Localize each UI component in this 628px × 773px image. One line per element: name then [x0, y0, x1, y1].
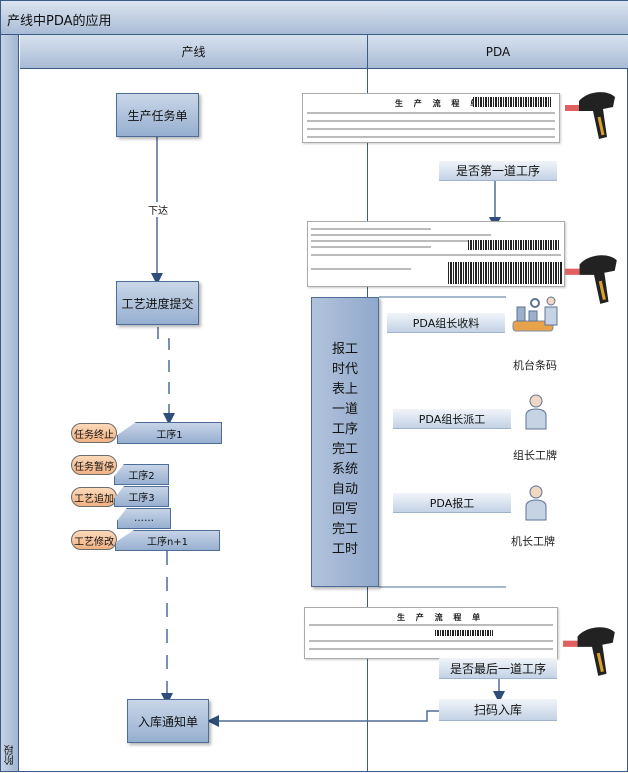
last-step-check[interactable]: 是否最后一道工序: [439, 658, 557, 679]
lane-header-production: 产线: [20, 35, 367, 69]
barcode-scanner-icon: [563, 627, 615, 676]
diagram-title: 产线中PDA的应用: [1, 1, 628, 35]
step-ellipsis[interactable]: ……: [117, 508, 171, 529]
scan-in-button[interactable]: 扫码入库: [439, 699, 557, 721]
production-flow-doc-top: 生 产 流 程 单: [302, 93, 560, 143]
caption-machine-barcode: 机台条码: [513, 359, 557, 372]
action-pause[interactable]: 任务暂停: [71, 455, 117, 475]
barcode-scanner-icon: [565, 255, 617, 304]
first-step-check[interactable]: 是否第一道工序: [439, 161, 557, 181]
process-card-doc: [307, 221, 565, 287]
edge-submit-to-step1: [157, 327, 175, 425]
process-submit-box[interactable]: 工艺进度提交: [116, 281, 199, 325]
side-panel: 报工时代表上一道工序完工系统自动回写完工工时: [311, 297, 379, 587]
op-receive-material[interactable]: PDA组长收料: [387, 313, 505, 333]
op-dispatch-work[interactable]: PDA组长派工: [393, 409, 511, 429]
step-n-plus-1[interactable]: 工序n+1: [115, 530, 220, 551]
machine-barcode-icon: [512, 296, 558, 332]
warehouse-notice-box[interactable]: 入库通知单: [127, 699, 209, 743]
barcode-scanner-icon: [565, 92, 615, 139]
step-2[interactable]: 工序2: [114, 464, 169, 485]
action-modify[interactable]: 工艺修改: [71, 530, 117, 550]
dispatch-edge-label: 下达: [148, 202, 168, 217]
stage-label: 阶段: [5, 745, 16, 765]
barcode-image: [473, 97, 551, 107]
side-panel-text: 报工时代表上一道工序完工系统自动回写完工工时: [332, 342, 359, 557]
production-flow-doc-bottom: 生 产 流 程 单: [304, 607, 558, 659]
caption-operator-badge: 机长工牌: [511, 535, 555, 548]
op-report-work[interactable]: PDA报工: [393, 493, 511, 513]
action-terminate[interactable]: 任务终止: [71, 423, 117, 443]
user-icon: [525, 485, 547, 521]
step-3[interactable]: 工序3: [114, 486, 169, 507]
action-append[interactable]: 工艺追加: [71, 487, 117, 507]
task-order-box[interactable]: 生产任务单: [116, 93, 199, 137]
edge-scan-to-notice: [207, 710, 445, 727]
step-1[interactable]: 工序1: [117, 422, 222, 444]
stage-strip: 阶段: [1, 35, 19, 771]
lane-header-pda: PDA: [368, 35, 628, 69]
caption-leader-badge: 组长工牌: [513, 449, 557, 462]
user-icon: [525, 394, 547, 430]
